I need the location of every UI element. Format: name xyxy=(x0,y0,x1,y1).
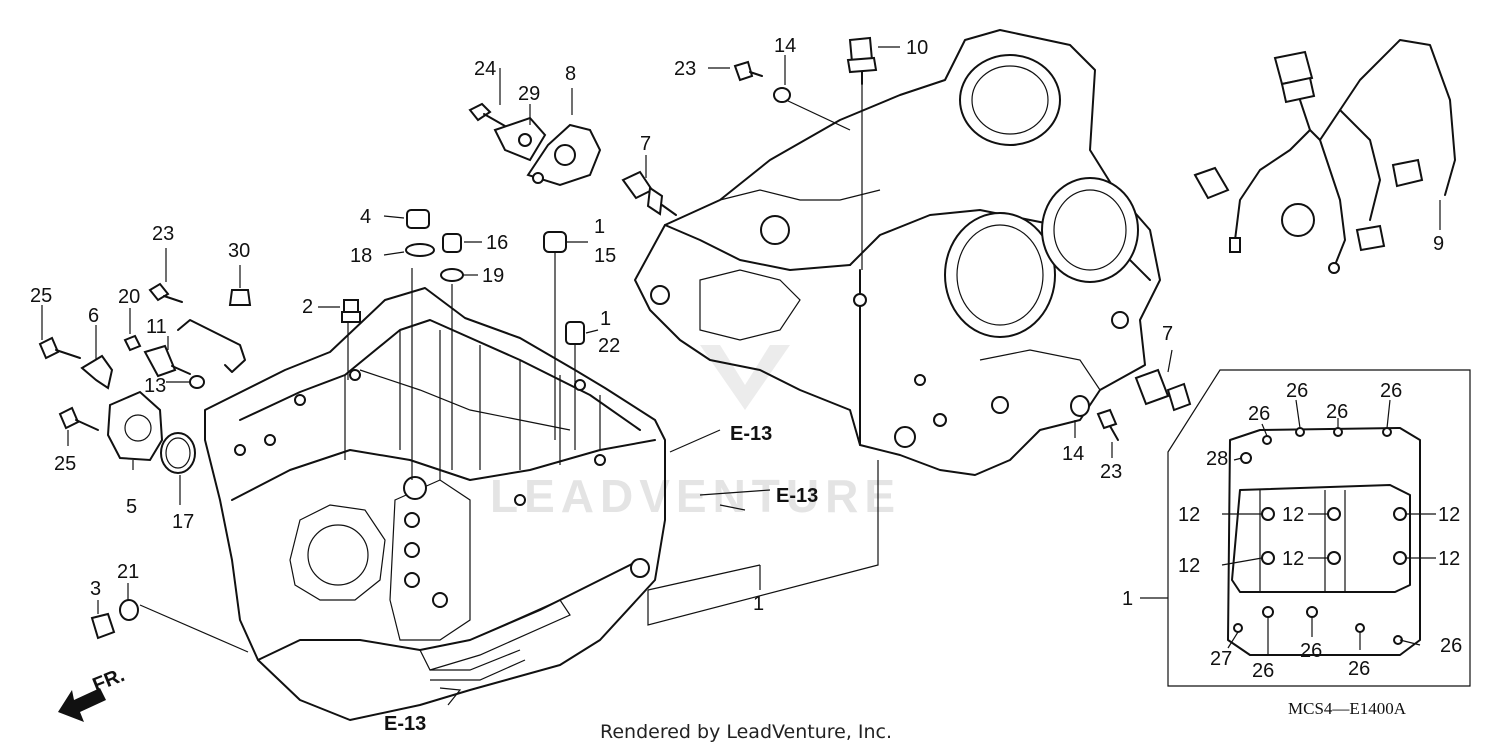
watermark: LEADVENTURE xyxy=(490,345,901,522)
callout-21: 21 xyxy=(117,561,139,583)
callout-26e: 26 xyxy=(1440,635,1462,657)
callout-9: 9 xyxy=(1433,233,1444,255)
callout-10: 10 xyxy=(906,37,928,59)
callout-20: 20 xyxy=(118,286,140,308)
ref-e13-b: E-13 xyxy=(776,485,818,507)
callout-12d: 12 xyxy=(1282,548,1304,570)
callout-7: 7 xyxy=(640,133,651,155)
callout-14: 14 xyxy=(774,35,796,57)
callout-23-right: 23 xyxy=(1100,461,1122,483)
callout-26d: 26 xyxy=(1248,403,1270,425)
callout-2: 2 xyxy=(302,296,313,318)
callout-numbers: 24 29 8 7 23 14 10 4 18 16 19 1 15 1 22 … xyxy=(30,35,1462,682)
callout-6: 6 xyxy=(88,305,99,327)
callout-26b: 26 xyxy=(1380,380,1402,402)
callout-23-left: 23 xyxy=(152,223,174,245)
callout-26h: 26 xyxy=(1348,658,1370,680)
leader-lines xyxy=(41,46,1441,706)
callout-12f: 12 xyxy=(1438,548,1460,570)
callout-14-right: 14 xyxy=(1062,443,1084,465)
callout-23: 23 xyxy=(674,58,696,80)
callout-15: 15 xyxy=(594,245,616,267)
callout-5: 5 xyxy=(126,496,137,518)
callout-25a: 25 xyxy=(30,285,52,307)
callout-1a: 1 xyxy=(594,216,605,238)
callout-12b: 12 xyxy=(1178,555,1200,577)
front-label: FR. xyxy=(90,664,128,696)
ref-e13-c: E-13 xyxy=(384,713,426,735)
oil-pan-assembly xyxy=(1167,369,1471,687)
callout-27: 27 xyxy=(1210,648,1232,670)
callout-16: 16 xyxy=(486,232,508,254)
watermark-text: LEADVENTURE xyxy=(490,470,901,522)
lower-crankcase xyxy=(204,287,666,721)
callout-26a: 26 xyxy=(1286,380,1308,402)
callout-12e: 12 xyxy=(1438,504,1460,526)
credit-text: Rendered by LeadVenture, Inc. xyxy=(600,721,892,743)
small-parts xyxy=(38,36,1456,640)
callout-18: 18 xyxy=(350,245,372,267)
callout-17: 17 xyxy=(172,511,194,533)
callout-26g: 26 xyxy=(1300,640,1322,662)
front-arrow-icon xyxy=(58,688,106,722)
callout-8: 8 xyxy=(565,63,576,85)
callout-12a: 12 xyxy=(1178,504,1200,526)
upper-crankcase xyxy=(634,29,1161,476)
callout-13: 13 xyxy=(144,375,166,397)
callout-4: 4 xyxy=(360,206,371,228)
callout-1c: 1 xyxy=(753,593,764,615)
callout-28: 28 xyxy=(1206,448,1228,470)
callout-30: 30 xyxy=(228,240,250,262)
callout-7-right: 7 xyxy=(1162,323,1173,345)
callout-1b: 1 xyxy=(600,308,611,330)
diagram-code: MCS4—E1400A xyxy=(1288,699,1407,718)
callout-25b: 25 xyxy=(54,453,76,475)
front-arrow: FR. xyxy=(58,664,128,722)
callout-24: 24 xyxy=(474,58,496,80)
callout-26c: 26 xyxy=(1326,401,1348,423)
callout-19: 19 xyxy=(482,265,504,287)
ref-e13-a: E-13 xyxy=(730,423,772,445)
callout-1d: 1 xyxy=(1122,588,1133,610)
callout-22: 22 xyxy=(598,335,620,357)
reference-labels: E-13 E-13 E-13 xyxy=(384,423,818,735)
callout-12c: 12 xyxy=(1282,504,1304,526)
callout-29: 29 xyxy=(518,83,540,105)
callout-26f: 26 xyxy=(1252,660,1274,682)
callout-3: 3 xyxy=(90,578,101,600)
callout-11: 11 xyxy=(146,316,167,338)
